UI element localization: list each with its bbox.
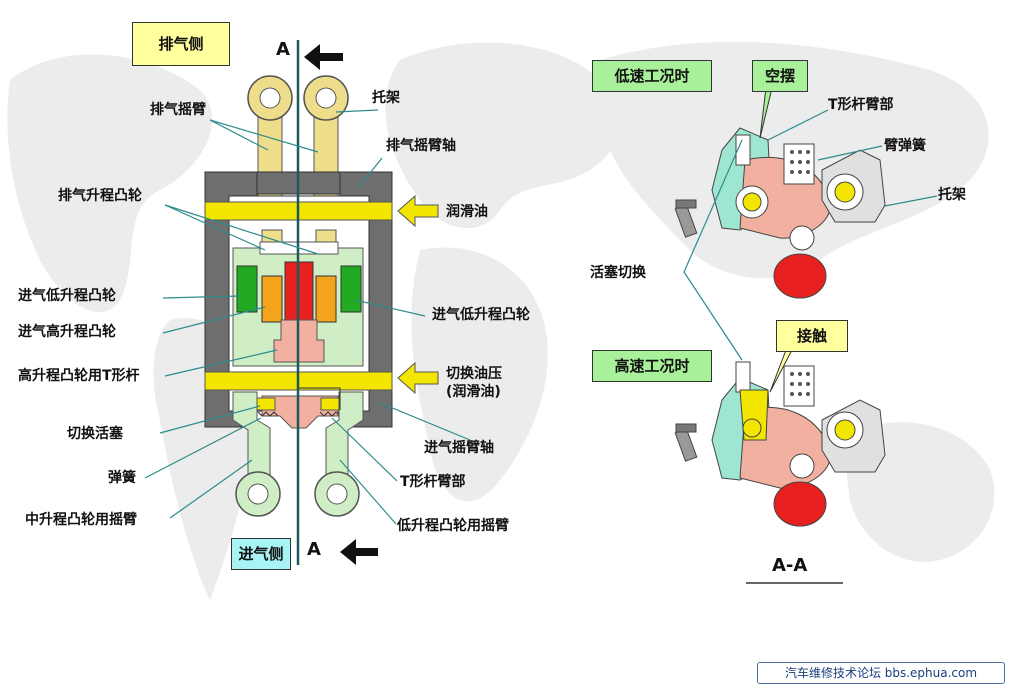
intake-low-cam-right <box>340 265 362 313</box>
label-intake-low-cam-left: 进气低升程凸轮 <box>18 288 116 304</box>
label-arm-spring: 臂弹簧 <box>884 138 926 154</box>
high-speed-box: 高速工况时 <box>592 350 712 382</box>
label-lube-oil: 润滑油 <box>446 204 488 220</box>
label-section-aa: A-A <box>772 555 808 576</box>
switch-piston-right <box>320 397 340 411</box>
mid-cam-rocker <box>232 391 281 517</box>
label-switch-oil-pressure: 切换油压 <box>446 366 502 382</box>
label-exhaust-lift-cam: 排气升程凸轮 <box>58 188 142 204</box>
label-piston-switch: 活塞切换 <box>590 265 646 281</box>
section-mark-top: A <box>276 39 290 60</box>
label-right-bracket: 托架 <box>938 187 966 203</box>
label-switch-piston: 切换活塞 <box>67 426 123 442</box>
section-mark-bottom: A <box>307 539 321 560</box>
label-mid-cam-rocker: 中升程凸轮用摇臂 <box>25 512 137 528</box>
low-speed-assembly <box>674 127 886 299</box>
idle-swing-box: 空摆 <box>752 60 808 92</box>
section-arrow-bottom <box>340 539 378 565</box>
label-low-cam-rocker: 低升程凸轮用摇臂 <box>397 518 509 534</box>
low-cam-rocker <box>314 391 364 517</box>
lube-oil-arrow <box>397 194 439 228</box>
spring-right <box>319 411 341 417</box>
label-high-cam-t-lever: 高升程凸轮用T形杆 <box>18 368 140 384</box>
label-t-lever-arm: T形杆臂部 <box>400 474 466 490</box>
label-right-t-lever-arm: T形杆臂部 <box>828 97 894 113</box>
label-bracket-left: 托架 <box>372 90 400 106</box>
label-switch-oil-pressure-sub: (润滑油) <box>446 384 501 400</box>
intake-high-cam-left <box>261 275 283 323</box>
label-intake-high-cam: 进气高升程凸轮 <box>18 324 116 340</box>
label-exhaust-rocker: 排气摇臂 <box>150 102 206 118</box>
label-intake-rocker-shaft: 进气摇臂轴 <box>424 440 494 456</box>
right-section-view <box>674 87 938 584</box>
intake-side-box: 进气侧 <box>231 538 291 570</box>
intake-low-cam-left <box>236 265 258 313</box>
high-speed-assembly <box>674 361 886 527</box>
intake-high-cam-right <box>315 275 337 323</box>
label-exhaust-rocker-shaft: 排气摇臂轴 <box>386 138 456 154</box>
spring-left <box>257 411 279 417</box>
switch-piston-left <box>256 397 276 411</box>
contact-box: 接触 <box>776 320 848 352</box>
label-spring: 弹簧 <box>108 470 136 486</box>
forum-footer: 汽车维修技术论坛 bbs.ephua.com <box>757 662 1005 684</box>
leader-lines-right <box>683 109 938 361</box>
exhaust-side-box: 排气侧 <box>132 22 230 66</box>
leader-lines-left <box>144 109 471 525</box>
section-arrow-top <box>304 44 343 70</box>
label-intake-low-cam-right: 进气低升程凸轮 <box>432 307 530 323</box>
left-cross-section <box>144 40 471 565</box>
low-speed-box: 低速工况时 <box>592 60 712 92</box>
switch-oil-arrow <box>397 361 439 395</box>
